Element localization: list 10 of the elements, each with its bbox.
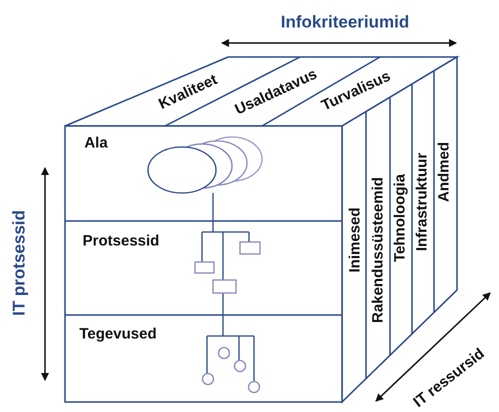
row-label: Ala <box>84 136 108 150</box>
column-label: Tehnoloogia <box>392 174 408 262</box>
row-label: Tegevused <box>79 326 157 342</box>
column-label: Inimesed <box>348 207 362 273</box>
column-label: Andmed <box>436 142 452 202</box>
axis-title: Infokriteeriumid <box>280 14 410 30</box>
row-label: Protsessid <box>82 234 160 248</box>
axis-title: IT protsessid <box>10 210 28 316</box>
column-label: Infrastruktuur <box>414 152 430 252</box>
column-label: Rakendussüsteemid <box>370 177 386 323</box>
